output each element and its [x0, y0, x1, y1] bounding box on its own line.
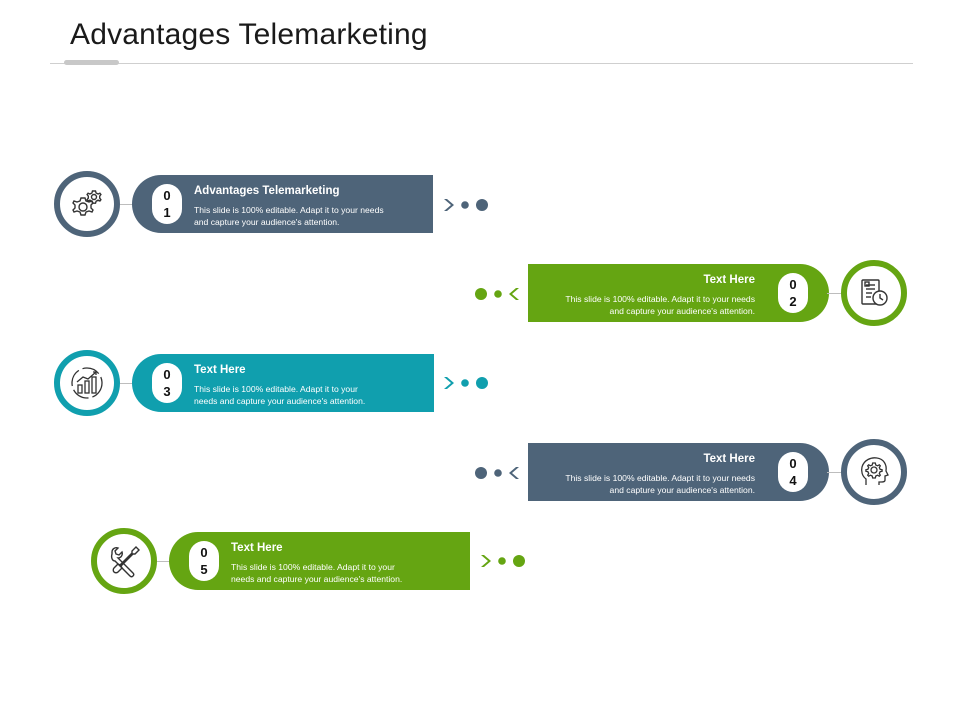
step-4-text-line-1: This slide is 100% editable. Adapt it to… [565, 473, 755, 483]
step-1-icon-circle [54, 171, 120, 237]
step-2-number-digit-1: 0 [789, 277, 797, 292]
step-2-connector [827, 293, 843, 294]
step-5-number-digit-2: 5 [200, 562, 208, 577]
step-5-number: 0 5 [189, 541, 219, 581]
step-5-number-digit-1: 0 [200, 545, 208, 560]
step-1-title: Advantages Telemarketing [194, 185, 340, 197]
document-clock-icon [861, 279, 888, 306]
step-4-bar: 0 4 Text Here This slide is 100% editabl… [528, 443, 829, 501]
step-2-text-line-2: and capture your audience's attention. [609, 306, 755, 316]
step-3-bar: 0 3 Text Here This slide is 100% editabl… [132, 354, 434, 412]
step-2-title: Text Here [703, 274, 755, 286]
growth-chart-icon [71, 367, 103, 399]
title-accent-bar [64, 60, 119, 65]
step-3-text: This slide is 100% editable. Adapt it to… [194, 383, 365, 407]
step-1-text-line-2: and capture your audience's attention. [194, 217, 340, 227]
step-3-arrow-dots [443, 375, 491, 391]
gear-icon [72, 190, 102, 216]
step-3-text-line-1: This slide is 100% editable. Adapt it to… [194, 384, 358, 394]
step-4-number: 0 4 [778, 452, 808, 492]
step-1-number-digit-1: 0 [163, 188, 171, 203]
step-4-number-digit-2: 4 [789, 473, 797, 488]
head-gear-icon [860, 457, 889, 485]
step-5-arrow-dots [480, 553, 528, 569]
step-1-number: 0 1 [152, 184, 182, 224]
step-2-number-digit-2: 2 [789, 294, 797, 309]
step-3-icon-circle [54, 350, 120, 416]
step-4-arrow-dots [472, 465, 520, 481]
step-5-bar: 0 5 Text Here This slide is 100% editabl… [169, 532, 470, 590]
step-3-number: 0 3 [152, 363, 182, 403]
step-3-title: Text Here [194, 364, 246, 376]
step-4-icon-circle [841, 439, 907, 505]
step-3-number-digit-2: 3 [163, 384, 171, 399]
step-1-text: This slide is 100% editable. Adapt it to… [194, 204, 384, 228]
step-1-bar: 0 1 Advantages Telemarketing This slide … [132, 175, 433, 233]
step-1-text-line-1: This slide is 100% editable. Adapt it to… [194, 205, 384, 215]
step-1-arrow-dots [443, 197, 491, 213]
step-3-text-line-2: needs and capture your audience's attent… [194, 396, 366, 406]
tools-icon [110, 546, 140, 578]
step-2-icon-circle [841, 260, 907, 326]
step-4-title: Text Here [703, 453, 755, 465]
step-2-text: This slide is 100% editable. Adapt it to… [565, 293, 755, 317]
step-2-number: 0 2 [778, 273, 808, 313]
step-5-text-line-1: This slide is 100% editable. Adapt it to… [231, 562, 395, 572]
step-1-number-digit-2: 1 [163, 205, 171, 220]
step-2-bar: 0 2 Text Here This slide is 100% editabl… [528, 264, 829, 322]
step-2-arrow-dots [472, 286, 520, 302]
page-title: Advantages Telemarketing [70, 18, 428, 51]
step-5-title: Text Here [231, 542, 283, 554]
step-5-text-line-2: needs and capture your audience's attent… [231, 574, 403, 584]
step-5-text: This slide is 100% editable. Adapt it to… [231, 561, 402, 585]
title-divider [50, 63, 913, 64]
step-1-connector [120, 204, 134, 205]
step-5-icon-circle [91, 528, 157, 594]
step-4-number-digit-1: 0 [789, 456, 797, 471]
step-2-text-line-1: This slide is 100% editable. Adapt it to… [565, 294, 755, 304]
step-3-connector [120, 383, 134, 384]
step-5-connector [157, 561, 171, 562]
step-4-text-line-2: and capture your audience's attention. [609, 485, 755, 495]
step-3-number-digit-1: 0 [163, 367, 171, 382]
step-4-connector [827, 472, 843, 473]
step-4-text: This slide is 100% editable. Adapt it to… [565, 472, 755, 496]
